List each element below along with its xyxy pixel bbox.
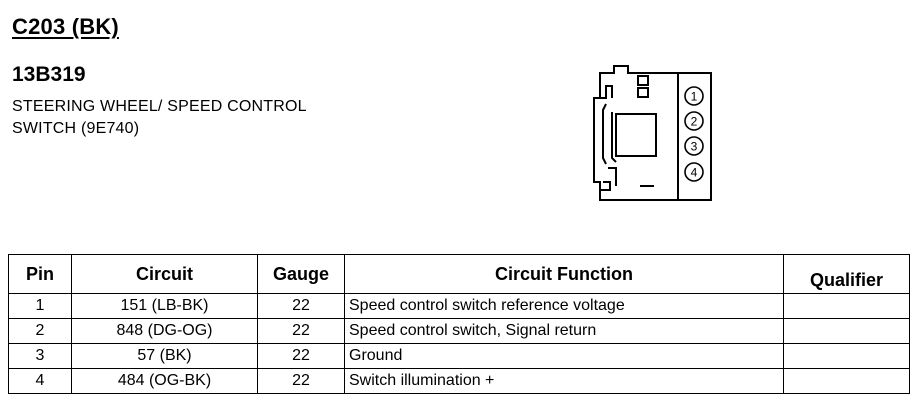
pinout-table: Pin Circuit Gauge Circuit Function Quali… xyxy=(8,254,910,394)
pin-4-circle xyxy=(684,162,704,182)
component-description-line-2: SWITCH (9E740) xyxy=(12,120,140,137)
cell-gauge: 22 xyxy=(257,343,345,369)
header-qualifier: Qualifier xyxy=(783,254,910,294)
connector-key-slot xyxy=(637,75,649,86)
connector-latch xyxy=(615,113,657,157)
table-row: 1 151 (LB-BK) 22 Speed control switch re… xyxy=(8,293,910,319)
pin-3-label: 3 xyxy=(691,140,698,154)
connector-id-title: C203 (BK) xyxy=(12,14,119,39)
cell-qualifier xyxy=(783,343,910,369)
part-number: 13B319 xyxy=(12,63,86,86)
pin-3-circle xyxy=(684,136,704,156)
cell-pin: 3 xyxy=(8,343,72,369)
connector-housing xyxy=(593,65,712,201)
pin-2-label: 2 xyxy=(691,115,698,129)
pin-4-label: 4 xyxy=(691,166,698,180)
cell-pin: 1 xyxy=(8,293,72,319)
cell-qualifier xyxy=(783,293,910,319)
cell-circuit: 484 (OG-BK) xyxy=(71,368,258,394)
cell-gauge: 22 xyxy=(257,293,345,319)
cell-pin: 4 xyxy=(8,368,72,394)
pin-2-circle xyxy=(684,111,704,131)
pin-1-label: 1 xyxy=(691,90,698,104)
cell-circuit: 848 (DG-OG) xyxy=(71,318,258,344)
pin-markers xyxy=(684,86,704,182)
table-row: 2 848 (DG-OG) 22 Speed control switch, S… xyxy=(8,318,910,344)
header-pin: Pin xyxy=(8,254,72,294)
cell-circuit: 151 (LB-BK) xyxy=(71,293,258,319)
header-gauge: Gauge xyxy=(257,254,345,294)
header-circuit: Circuit xyxy=(71,254,258,294)
header-circuit-function: Circuit Function xyxy=(344,254,784,294)
connector-key-slot xyxy=(637,87,649,98)
pin-1-circle xyxy=(684,86,704,106)
table-row: 4 484 (OG-BK) 22 Switch illumination + xyxy=(8,368,910,394)
cell-gauge: 22 xyxy=(257,318,345,344)
cell-circuit-function: Speed control switch, Signal return xyxy=(344,318,784,344)
table-header-row: Pin Circuit Gauge Circuit Function Quali… xyxy=(8,254,910,294)
cell-pin: 2 xyxy=(8,318,72,344)
cell-circuit-function: Speed control switch reference voltage xyxy=(344,293,784,319)
table-row: 3 57 (BK) 22 Ground xyxy=(8,343,910,369)
component-description-line-1: STEERING WHEEL/ SPEED CONTROL xyxy=(12,98,307,115)
cell-qualifier xyxy=(783,368,910,394)
connector-face-diagram: 1 2 3 4 xyxy=(593,65,712,201)
cell-circuit-function: Switch illumination + xyxy=(344,368,784,394)
cell-circuit: 57 (BK) xyxy=(71,343,258,369)
cell-gauge: 22 xyxy=(257,368,345,394)
cell-circuit-function: Ground xyxy=(344,343,784,369)
cell-qualifier xyxy=(783,318,910,344)
connector-inner-wall xyxy=(600,85,613,191)
